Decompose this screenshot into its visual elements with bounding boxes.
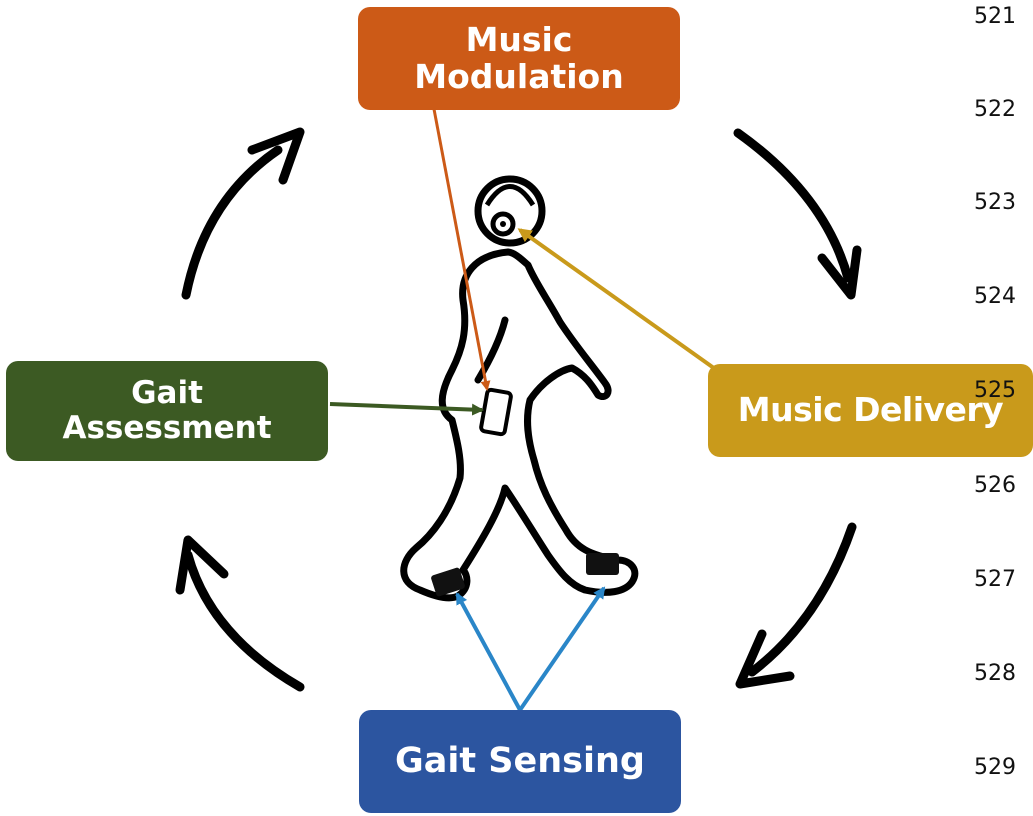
cycle-arrow-to-delivery (733, 128, 862, 300)
line-number: 522 (974, 97, 1016, 122)
modulation-to-phone-arrow (428, 87, 491, 391)
line-number: 527 (974, 567, 1016, 592)
music-delivery-label: Music Delivery (737, 390, 1004, 430)
smartphone-icon (479, 387, 513, 437)
gait-sensing-box: Gait Sensing (359, 710, 681, 813)
walking-person-icon (400, 248, 639, 602)
sensing-to-left-foot-arrow (455, 592, 522, 711)
foot-sensor-icon (431, 553, 619, 597)
delivery-to-headphones-arrow (517, 228, 720, 373)
gait-sensing-label: Gait Sensing (395, 740, 645, 781)
assessment-to-phone-arrow (329, 402, 484, 416)
gait-assessment-box: Gait Assessment (6, 361, 328, 461)
music-modulation-box: Music Modulation (358, 7, 680, 110)
music-delivery-box: Music Delivery (708, 364, 1033, 457)
line-number: 525 (974, 378, 1016, 403)
line-number: 526 (974, 473, 1016, 498)
music-modulation-line-1: Music (465, 19, 573, 59)
music-modulation-line-2: Modulation (414, 56, 624, 96)
line-number: 524 (974, 284, 1016, 309)
line-number: 523 (974, 190, 1016, 215)
gait-assessment-line-1: Gait (131, 375, 203, 412)
sensing-to-right-foot-arrow (518, 586, 606, 712)
cycle-arrow-to-sensing (735, 522, 857, 689)
gait-assessment-line-2: Assessment (62, 410, 272, 446)
line-number: 529 (974, 755, 1016, 780)
cycle-arrow-to-assessment (175, 535, 305, 692)
line-number: 528 (974, 661, 1016, 686)
line-number: 521 (974, 4, 1016, 29)
headphones-icon (474, 175, 546, 247)
cycle-arrow-to-modulation (181, 127, 305, 300)
